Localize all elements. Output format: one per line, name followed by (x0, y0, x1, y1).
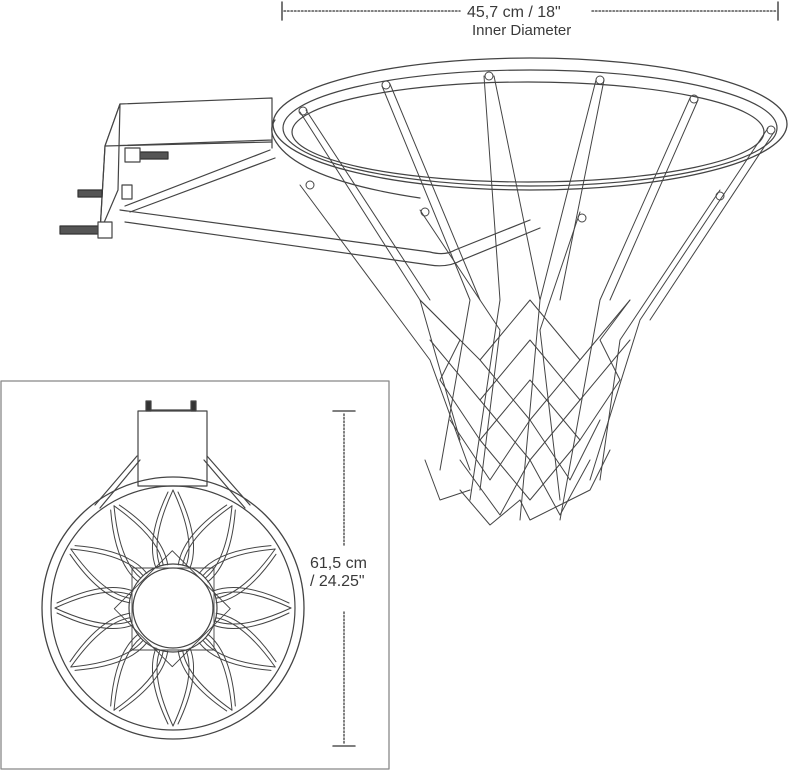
inner-diameter-dimension (281, 1, 779, 21)
inner-diameter-label: Inner Diameter (472, 22, 572, 39)
top-view (0, 380, 390, 770)
depth-value-metric: 61,5 cm (310, 555, 367, 572)
top-view-bracket (94, 400, 251, 509)
depth-dimension-label: 61,5 cm / 24.25" (310, 555, 367, 592)
depth-dimension (332, 410, 356, 747)
depth-value-imperial: / 24.25" (310, 573, 365, 591)
top-view-rim (41, 476, 305, 740)
inner-diameter-value: 45,7 cm / 18" (462, 4, 566, 23)
net (299, 75, 775, 526)
rim (271, 57, 788, 199)
net-clips (298, 71, 776, 223)
top-view-net-petals (54, 489, 292, 727)
bolt-icon (59, 147, 169, 239)
mounting-bracket (59, 97, 541, 267)
perspective-view (59, 57, 788, 526)
